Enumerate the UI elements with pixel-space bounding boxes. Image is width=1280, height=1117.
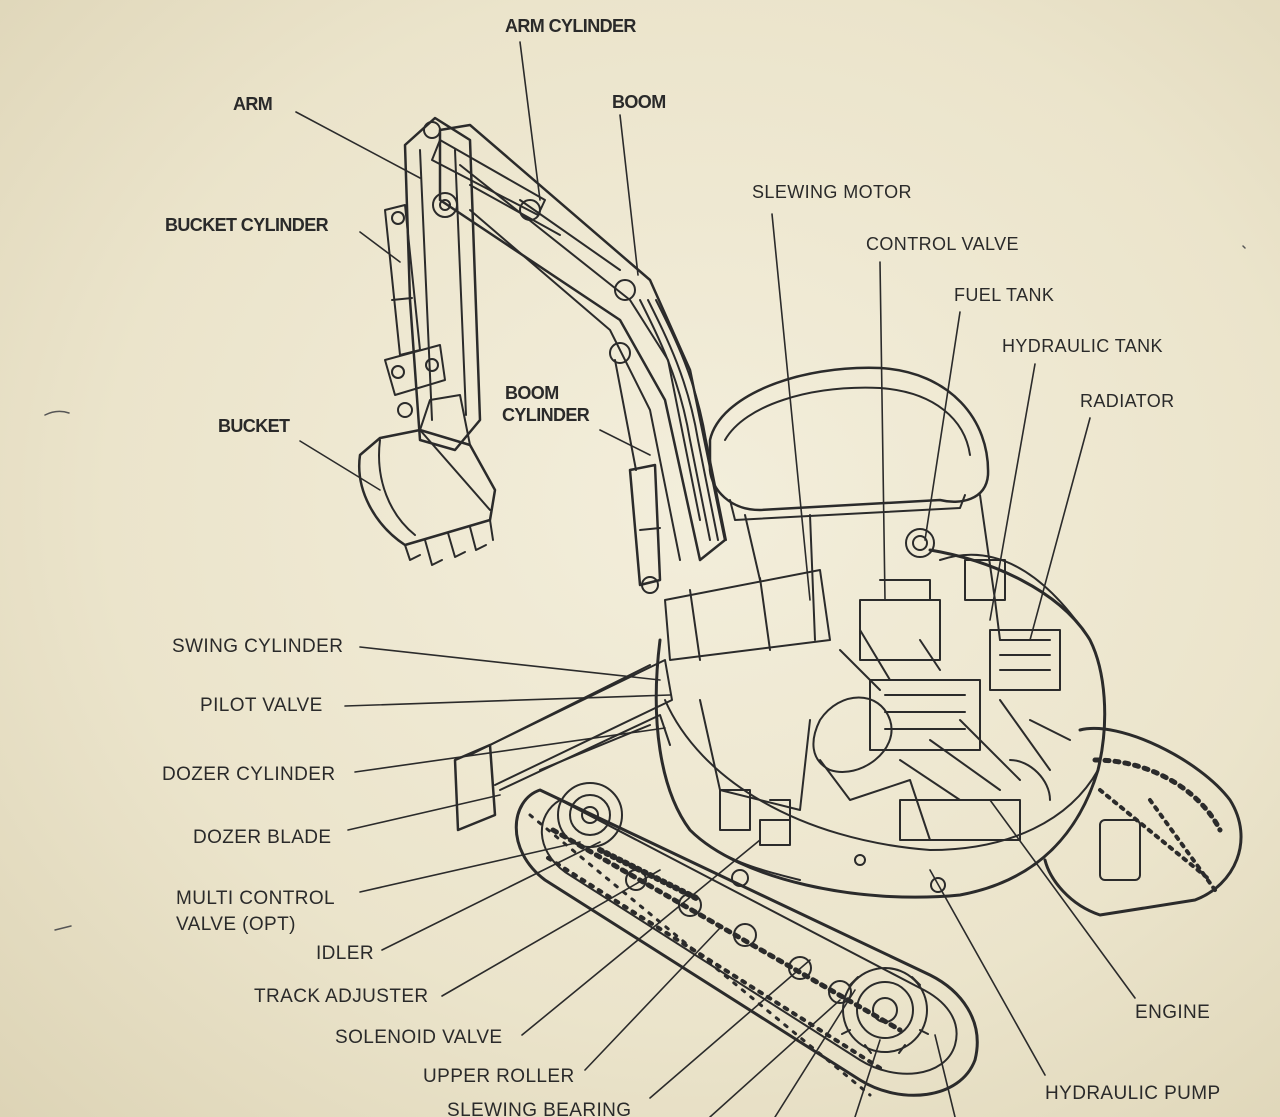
label-boom: BOOM xyxy=(612,92,666,112)
label-radiator: RADIATOR xyxy=(1080,391,1175,411)
label-pilot-valve: PILOT VALVE xyxy=(200,695,323,716)
label-arm-cylinder: ARM CYLINDER xyxy=(505,16,636,36)
label-boom-cylinder-line2: CYLINDER xyxy=(502,405,590,425)
canopy xyxy=(708,366,1001,641)
label-multi-control-valve-line1: MULTI CONTROL xyxy=(176,888,335,909)
label-bucket-cylinder: BUCKET CYLINDER xyxy=(165,215,329,235)
boom-structure xyxy=(438,123,727,594)
bucket-shape xyxy=(357,394,497,566)
label-dozer-blade: DOZER BLADE xyxy=(193,827,332,848)
label-arm: ARM xyxy=(233,94,273,114)
track-right xyxy=(1043,727,1243,917)
label-engine: ENGINE xyxy=(1135,1002,1211,1023)
label-idler: IDLER xyxy=(316,943,374,964)
label-fuel-tank: FUEL TANK xyxy=(954,285,1055,305)
label-dozer-cylinder: DOZER CYLINDER xyxy=(162,764,336,785)
label-boom-cylinder-line1: BOOM xyxy=(505,383,559,403)
label-solenoid-valve: SOLENOID VALVE xyxy=(335,1027,503,1048)
label-bucket: BUCKET xyxy=(218,416,290,436)
label-hydraulic-tank: HYDRAULIC TANK xyxy=(1002,336,1163,356)
label-hydraulic-pump: HYDRAULIC PUMP xyxy=(1045,1083,1221,1104)
label-multi-control-valve-line2: VALVE (OPT) xyxy=(176,914,296,935)
dozer-blade-shape xyxy=(453,659,673,832)
label-slewing-bearing: SLEWING BEARING xyxy=(447,1100,632,1117)
leader-lines xyxy=(295,41,1136,1117)
label-slewing-motor: SLEWING MOTOR xyxy=(752,182,912,202)
upper-body xyxy=(654,528,1107,899)
label-control-valve: CONTROL VALVE xyxy=(866,234,1019,254)
label-upper-roller: UPPER ROLLER xyxy=(423,1066,575,1087)
label-track-adjuster: TRACK ADJUSTER xyxy=(254,986,429,1007)
label-swing-cylinder: SWING CYLINDER xyxy=(172,636,344,657)
